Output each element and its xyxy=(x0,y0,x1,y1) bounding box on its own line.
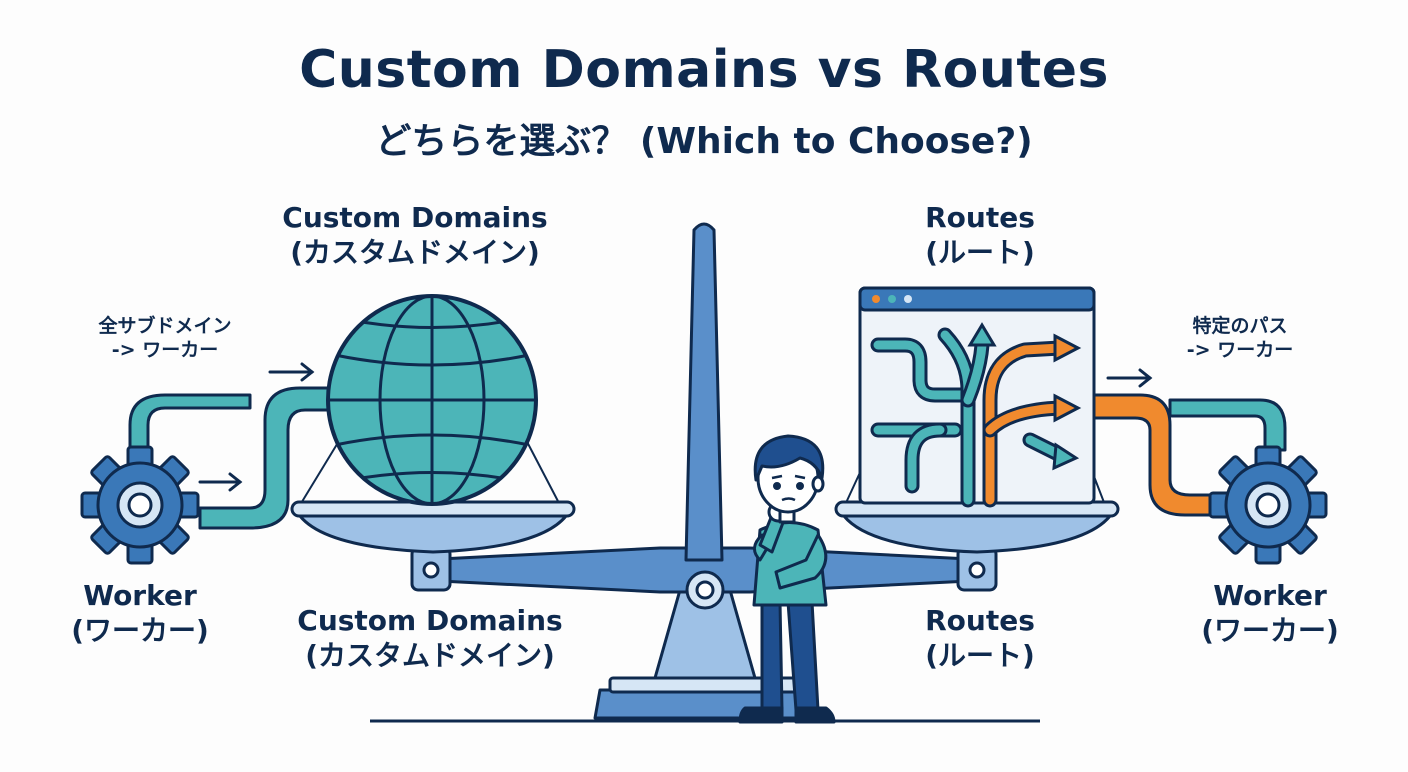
routes-top-en: Routes xyxy=(925,201,1035,234)
thinking-person xyxy=(738,434,836,724)
routes-top-ja: (ルート) xyxy=(925,236,1035,269)
custom-domains-bottom-en: Custom Domains xyxy=(297,604,563,637)
page-title: Custom Domains vs Routes xyxy=(299,40,1109,100)
arrow-icon xyxy=(1106,368,1153,388)
custom-domains-note-line1: 全サブドメイン xyxy=(98,315,232,337)
worker-left-ja: (ワーカー) xyxy=(71,614,209,647)
globe-icon xyxy=(326,294,538,506)
worker-right-ja: (ワーカー) xyxy=(1201,614,1339,647)
routes-note: 特定のパス -> ワーカー xyxy=(1140,315,1340,363)
custom-domains-top-ja: (カスタムドメイン) xyxy=(290,236,540,269)
worker-right-en: Worker xyxy=(1213,579,1327,612)
routes-bottom-en: Routes xyxy=(925,604,1035,637)
worker-left-label: Worker (ワーカー) xyxy=(40,578,240,648)
worker-right-label: Worker (ワーカー) xyxy=(1170,578,1370,648)
routes-top-label: Routes (ルート) xyxy=(880,200,1080,270)
left-pan xyxy=(290,500,576,554)
page-subtitle: どちらを選ぶ？ (Which to Choose?) xyxy=(375,121,1033,162)
right-pan xyxy=(834,500,1120,554)
routes-bottom-ja: (ルート) xyxy=(925,639,1035,672)
gear-icon xyxy=(1208,445,1328,565)
routes-note-line1: 特定のパス xyxy=(1192,315,1288,337)
custom-domains-note-line2: -> ワーカー xyxy=(111,338,219,361)
routes-note-line2: -> ワーカー xyxy=(1186,338,1294,361)
gear-icon xyxy=(80,445,200,565)
balance-scale xyxy=(410,222,998,720)
routes-bottom-label: Routes (ルート) xyxy=(880,603,1080,673)
custom-domains-top-label: Custom Domains (カスタムドメイン) xyxy=(240,200,590,270)
arrow-icon xyxy=(198,362,315,492)
custom-domains-bottom-ja: (カスタムドメイン) xyxy=(305,639,555,672)
custom-domains-note: 全サブドメイン -> ワーカー xyxy=(60,315,270,363)
custom-domains-top-en: Custom Domains xyxy=(282,201,548,234)
browser-window-icon xyxy=(858,286,1096,508)
worker-left-en: Worker xyxy=(83,579,197,612)
custom-domains-bottom-label: Custom Domains (カスタムドメイン) xyxy=(260,603,600,673)
